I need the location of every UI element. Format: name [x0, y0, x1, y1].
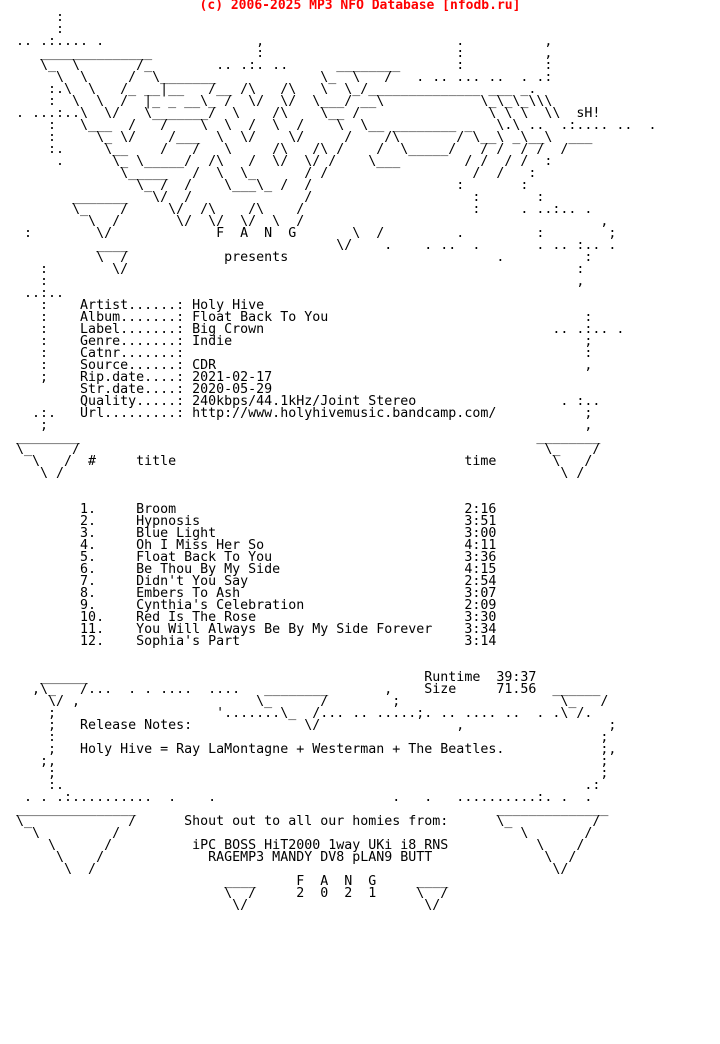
nfo-line: _______________ ______________: [0, 802, 609, 817]
nfo-line: ,\_ /... . . .... .... ________ , Size 7…: [0, 682, 601, 697]
nfo-line: \_ \ /_ .. .:. .. ________ : :: [0, 58, 553, 73]
nfo-line: : \/ F A N G \ / . : ;: [0, 226, 617, 241]
nfo-ascii-art: : : .. .:.... . , . , ______________ : :…: [0, 10, 720, 913]
nfo-line: 9. Cynthia's Celebration 2:09: [0, 598, 497, 613]
nfo-line: ______ Runtime 39:37: [0, 670, 537, 685]
nfo-line: : Source......: CDR ,: [0, 358, 593, 373]
nfo-line: : Catnr.......: :: [0, 346, 593, 361]
nfo-line: 6. Be Thou By My Side 4:15: [0, 562, 497, 577]
nfo-line: 10. Red Is The Rose 3:30: [0, 610, 497, 625]
nfo-line: : Label.......: Big Crown .. .:.. .: [0, 322, 625, 337]
nfo-line: \ / presents . :: [0, 250, 593, 265]
nfo-line: \/ \/: [0, 898, 441, 913]
nfo-line: . ...:..\ \/ \_______/ \ /\ \__ / \ \ \ …: [0, 106, 601, 121]
nfo-line: ________ ________: [0, 430, 601, 445]
nfo-line: \/ , \_ / ; \_ /: [0, 694, 609, 709]
nfo-line: :. .:: [0, 778, 601, 793]
nfo-line: : Artist......: Holy Hive: [0, 298, 265, 313]
nfo-line: \_ / \_ /: [0, 442, 601, 457]
nfo-line: :: [0, 10, 65, 25]
nfo-line: ____ F A N G ____: [0, 874, 449, 889]
nfo-line: [0, 480, 720, 492]
nfo-line: Str.date....: 2020-05-29: [0, 382, 273, 397]
nfo-line: 3. Blue Light 3:00: [0, 526, 497, 541]
nfo-line: .:. Url.........: http://www.holyhivemus…: [0, 406, 593, 421]
nfo-line: . . .:.......... . . . . ..........:. . …: [0, 790, 593, 805]
nfo-line: \ / # title time \ /: [0, 454, 593, 469]
nfo-line: \ / iPC BOSS HiT2000 1way UKi i8 RNS \ /: [0, 838, 585, 853]
nfodb-header: (c) 2006-2025 MP3 NFO Database [nfodb.ru…: [199, 0, 521, 13]
nfo-line: \ / \/ \/ \/ \ / ,: [0, 214, 609, 229]
nfo-line: :. \__ / / \ /\ /\ / / \_____/ / / / / /: [0, 142, 569, 157]
nfo-line: ; Holy Hive = Ray LaMontagne + Westerman…: [0, 742, 617, 757]
nfo-line: ; '.......\_ /... .. .....;. .. .... .. …: [0, 706, 593, 721]
nfo-line: 8. Embers To Ash 3:07: [0, 586, 497, 601]
nfo-line: ; ,: [0, 418, 593, 433]
nfo-line: :: [0, 22, 65, 37]
nfo-line: ____ \/ . . .. . . .. :.. .: [0, 238, 617, 253]
nfo-line: \ / RAGEMP3 MANDY DV8 pLAN9 BUTT \ /: [0, 850, 577, 865]
nfo-line: \_____ / \ \_ / / / / :: [0, 166, 537, 181]
nfo-line: \_ / \/ /\ /\ / : . ..:.. .: [0, 202, 593, 217]
nfo-line: 7. Didn't You Say 2:54: [0, 574, 497, 589]
nfo-line: Quality.....: 240kbps/44.1kHz/Joint Ster…: [0, 394, 601, 409]
nfo-line: : \ \ / |_ _ __\_ / \/ \/ \___/ __\ \_\_…: [0, 94, 553, 109]
nfo-line: 4. Oh I Miss Her So 4:11: [0, 538, 497, 553]
nfo-line: : \/ :: [0, 262, 585, 277]
nfo-line: . \_ \_____/ /\ / \/ \/ / \___ / / / / :: [0, 154, 553, 169]
nfo-line: [0, 648, 720, 660]
nfo-line: 5. Float Back To You 3:36: [0, 550, 497, 565]
nfo-line: ______________ : : ,: [0, 46, 553, 61]
nfo-line: \ / \ /: [0, 826, 593, 841]
nfo-line: 2. Hypnosis 3:51: [0, 514, 497, 529]
nfo-line: \ \ / \_______ \_ \ / . .. ... .. . .:: [0, 70, 553, 85]
nfo-line: ; Release Notes: \/ , ;: [0, 718, 617, 733]
nfo-line: : \_ \/ /___ \ \/ \/ / /\ / \__\ _\__\ _…: [0, 130, 593, 145]
nfo-line: .. .:.... . , . ,: [0, 34, 553, 49]
nfo-line: 11. You Will Always Be By My Side Foreve…: [0, 622, 497, 637]
nfo-line: :.\ \ /_ __|__ /__ /\ /\ \ \_/__________…: [0, 82, 537, 97]
nfo-line: : Album.......: Float Back To You :: [0, 310, 593, 325]
nfo-line: \ / \/: [0, 862, 569, 877]
nfo-line: \_ / Shout out to all our homies from: \…: [0, 814, 601, 829]
nfo-line: : ;: [0, 730, 609, 745]
nfo-line: ; Rip.date....: 2021-02-17: [0, 370, 273, 385]
nfo-line: 12. Sophia's Part 3:14: [0, 634, 497, 649]
nfo-line: \ / \ /: [0, 466, 585, 481]
nfo-line: : \___ / / \ \ / \ / \ \__ ________ _ \.…: [0, 118, 657, 133]
nfo-line: ; ;: [0, 766, 609, 781]
nfo-line: _______ \/ / / : :: [0, 190, 545, 205]
nfo-line: \ / 2 0 2 1 \ /: [0, 886, 449, 901]
nfo-line: : Genre.......: Indie ;: [0, 334, 593, 349]
nfo-line: \_ / / \___\_ / / : :: [0, 178, 529, 193]
nfo-line: ;, ;: [0, 754, 609, 769]
nfo-line: ..:..: [0, 286, 65, 301]
nfo-line: 1. Broom 2:16: [0, 502, 497, 517]
nfo-line: : ,: [0, 274, 585, 289]
